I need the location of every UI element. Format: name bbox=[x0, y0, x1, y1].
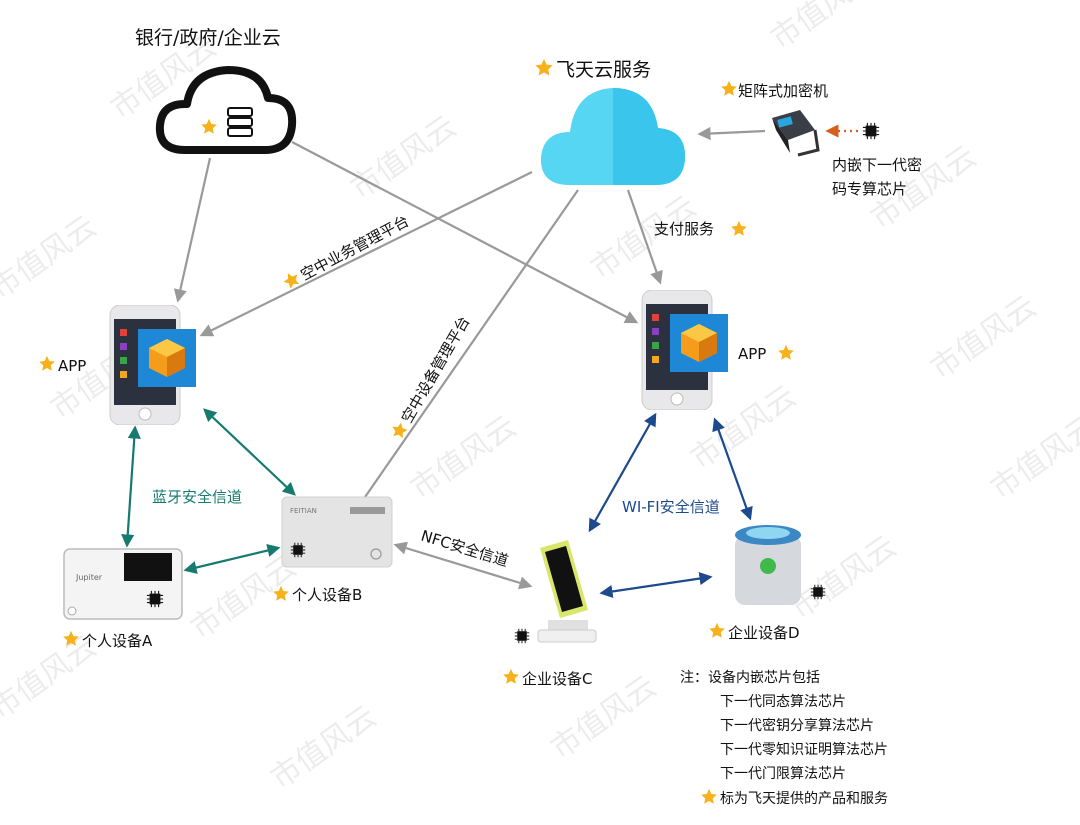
notes-legend: 标为飞天提供的产品和服务 bbox=[720, 791, 888, 807]
encryptor-machine-icon bbox=[772, 110, 820, 157]
star-icon bbox=[503, 668, 519, 684]
device-a-brand: Jupiter bbox=[75, 573, 103, 582]
edge-device-b-device-c bbox=[393, 541, 533, 590]
edge-app-right-device-c bbox=[588, 412, 657, 533]
edge-app-right-device-d bbox=[712, 417, 753, 521]
device-d-speaker bbox=[735, 525, 801, 605]
ota-device-text: 空中设备管理平台 bbox=[398, 313, 474, 426]
ota-device-label: 空中设备管理平台 bbox=[388, 313, 474, 441]
watermark-text: 市值风云 bbox=[785, 529, 903, 626]
edge-device-c-device-d bbox=[599, 572, 713, 598]
star-icon bbox=[721, 80, 737, 96]
device-b-brand: FEITIAN bbox=[290, 507, 317, 515]
chip-icon bbox=[514, 628, 530, 644]
star-icon bbox=[39, 355, 55, 371]
app-left-label: APP bbox=[58, 357, 86, 375]
app-left-phone-icon bbox=[109, 305, 197, 425]
notes: 注：设备内嵌芯片包括 下一代同态算法芯片 下一代密钥分享算法芯片 下一代零知识证… bbox=[680, 669, 888, 807]
notes-title: 注：设备内嵌芯片包括 bbox=[680, 669, 820, 686]
feitian-cloud-icon bbox=[540, 88, 686, 185]
star-icon bbox=[778, 344, 794, 360]
device-b-card: FEITIAN bbox=[281, 496, 393, 568]
watermark-text: 市值风云 bbox=[405, 409, 523, 506]
notes-item: 下一代密钥分享算法芯片 bbox=[720, 717, 874, 734]
device-c-kiosk bbox=[537, 540, 597, 643]
watermark-text: 市值风云 bbox=[0, 209, 103, 306]
watermark-text: 市值风云 bbox=[345, 109, 463, 206]
app-right-phone-icon bbox=[641, 290, 729, 410]
notes-item: 下一代同态算法芯片 bbox=[720, 694, 846, 710]
star-icon bbox=[731, 220, 747, 236]
star-icon bbox=[701, 788, 717, 804]
notes-item: 下一代门限算法芯片 bbox=[720, 766, 846, 782]
device-b-label: 个人设备B bbox=[292, 586, 362, 604]
payment-label: 支付服务 bbox=[654, 220, 714, 238]
device-d-label: 企业设备D bbox=[728, 624, 800, 642]
encryptor-label: 矩阵式加密机 bbox=[738, 82, 828, 100]
notes-item: 下一代零知识证明算法芯片 bbox=[720, 741, 888, 758]
feitian-cloud-title: 飞天云服务 bbox=[556, 59, 651, 81]
nfc-label: NFC安全信道 bbox=[419, 527, 511, 571]
edges bbox=[121, 124, 858, 598]
device-a-label: 个人设备A bbox=[82, 632, 153, 650]
ota-business-label: 空中业务管理平台 bbox=[280, 212, 412, 290]
watermark-text: 市值风云 bbox=[925, 289, 1043, 386]
app-right-label: APP bbox=[738, 345, 766, 363]
edge-app-left-device-b bbox=[203, 408, 296, 496]
chip-note-line-2: 码专算芯片 bbox=[832, 180, 907, 198]
chip-icon bbox=[862, 122, 880, 140]
edge-app-left-device-a bbox=[121, 425, 141, 548]
edge-device-a-device-b bbox=[183, 544, 281, 574]
star-icon bbox=[709, 622, 725, 638]
bank-cloud-title: 银行/政府/企业云 bbox=[135, 27, 281, 49]
device-a-card: Jupiter bbox=[63, 548, 183, 620]
edge-feitian-to-device-b bbox=[354, 189, 579, 513]
device-c-label: 企业设备C bbox=[522, 670, 592, 688]
edge-bank-to-app-right bbox=[291, 141, 639, 324]
watermark-text: 市值风云 bbox=[765, 0, 883, 57]
edge-encryptor-to-feitian bbox=[697, 126, 766, 141]
edge-feitian-to-app-left bbox=[199, 171, 533, 337]
chip-note-line-1: 内嵌下一代密 bbox=[832, 156, 922, 174]
star-icon bbox=[535, 59, 553, 76]
edge-bank-to-app-left bbox=[173, 157, 212, 303]
bluetooth-label: 蓝牙安全信道 bbox=[152, 488, 242, 506]
watermark-text: 市值风云 bbox=[265, 699, 383, 796]
wifi-label: WI-FI安全信道 bbox=[622, 498, 720, 516]
edge-feitian-to-app-right bbox=[626, 189, 663, 285]
ota-business-text: 空中业务管理平台 bbox=[298, 212, 412, 284]
watermark-text: 市值风云 bbox=[985, 409, 1080, 506]
bank-cloud-icon bbox=[155, 66, 297, 154]
